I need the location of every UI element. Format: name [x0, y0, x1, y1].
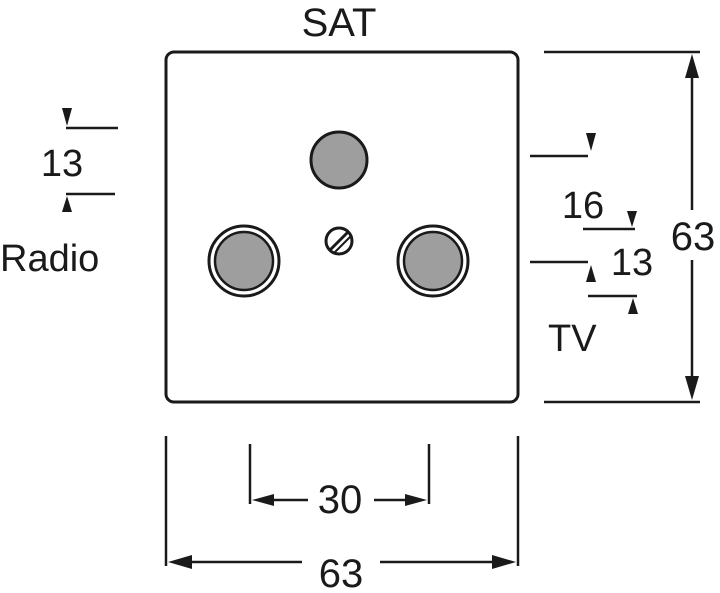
- tv-offset-value: 13: [611, 242, 653, 284]
- height-dimension: 63: [544, 50, 720, 404]
- spacing-dimension: 30: [248, 444, 431, 522]
- sat-connector: [309, 130, 369, 190]
- spacing-value: 30: [318, 478, 363, 522]
- sat-offset-value: 16: [562, 185, 604, 227]
- radio-offset-value: 13: [41, 143, 83, 185]
- tv-label: TV: [548, 318, 597, 360]
- tv-offset-dimension: 13: [530, 242, 653, 314]
- tv-connector: [396, 224, 470, 298]
- radio-connector: [207, 224, 281, 298]
- width-value: 63: [319, 552, 364, 593]
- fixing-screw: [324, 226, 354, 256]
- cover-plate: [164, 50, 520, 404]
- sat-offset-dimension: 16: [530, 133, 637, 231]
- height-value: 63: [671, 215, 716, 259]
- radio-label: Radio: [0, 238, 99, 280]
- width-dimension: 63: [164, 436, 520, 593]
- sat-label: SAT: [302, 1, 377, 45]
- radio-offset-dimension: 13: [41, 108, 118, 212]
